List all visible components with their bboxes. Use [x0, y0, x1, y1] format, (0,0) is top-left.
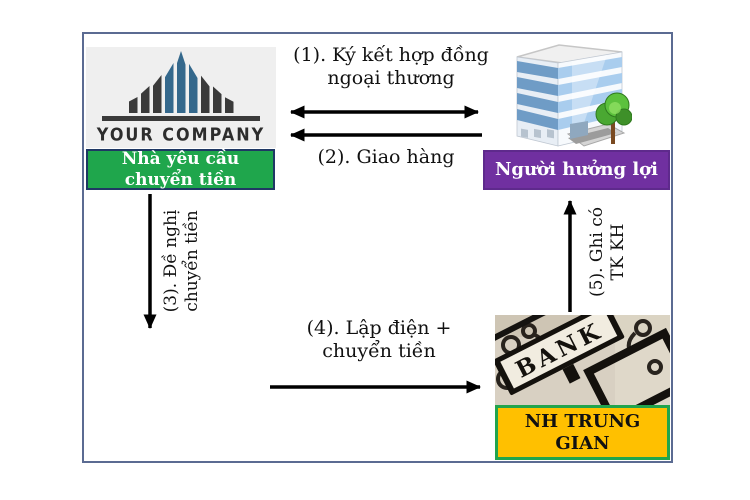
logo-building-icon — [128, 51, 234, 113]
step3-line1: (3). Đề nghị — [160, 209, 181, 313]
bank-sign-photo: BANK — [495, 315, 670, 405]
logo-bar — [152, 75, 162, 113]
logo-bar — [176, 51, 186, 113]
intermediary-bank-label: NH TRUNG GIAN — [495, 405, 670, 460]
your-company-logo: YOUR COMPANY — [86, 47, 276, 148]
step1-line1: (1). Ký kết hợp đồng — [293, 44, 489, 66]
logo-bar — [164, 63, 174, 113]
step5-label: (5). Ghi có TK KH — [587, 207, 630, 297]
step2-label: (2). Giao hàng — [281, 146, 491, 169]
step5-line1: (5). Ghi có — [586, 206, 607, 298]
step3-label: (3). Đề nghị chuyển tiền — [161, 210, 204, 313]
logo-bar — [200, 75, 210, 113]
office-building-icon — [512, 34, 633, 152]
step3-line2: chuyển tiền — [182, 210, 202, 312]
step2-line1: (2). Giao hàng — [317, 146, 455, 168]
remitter-label-line2: chuyển tiền — [124, 169, 237, 190]
logo-baseline — [102, 116, 260, 121]
logo-text: YOUR COMPANY — [96, 124, 266, 145]
remitter-label: Nhà yêu cầu chuyển tiền — [86, 149, 275, 190]
step5-line2: TK KH — [608, 223, 628, 281]
tree-icon — [595, 92, 633, 144]
logo-bar — [128, 97, 138, 113]
office-building-svg — [516, 44, 633, 147]
beneficiary-label-text: Người hưởng lợi — [494, 159, 659, 181]
logo-bar — [188, 63, 198, 113]
step4-line1: (4). Lập điện + — [306, 317, 452, 339]
step1-line2: ngoại thương — [327, 67, 455, 90]
intermediary-bank-label-text: NH TRUNG GIAN — [524, 411, 641, 454]
beneficiary-label: Người hưởng lợi — [483, 150, 670, 190]
remitter-label-line1: Nhà yêu cầu — [121, 149, 240, 170]
logo-bar — [212, 86, 222, 113]
step1-label: (1). Ký kết hợp đồng ngoại thương — [281, 44, 501, 90]
diagram-frame: YOUR COMPANY Nhà yêu cầu chuyển tiền — [82, 32, 673, 463]
step4-line2: chuyển tiền — [322, 340, 436, 363]
logo-bar — [140, 86, 150, 113]
step4-label: (4). Lập điện + chuyển tiền — [279, 317, 479, 363]
bank-sign-svg: BANK — [495, 315, 670, 405]
logo-bar — [224, 97, 234, 113]
